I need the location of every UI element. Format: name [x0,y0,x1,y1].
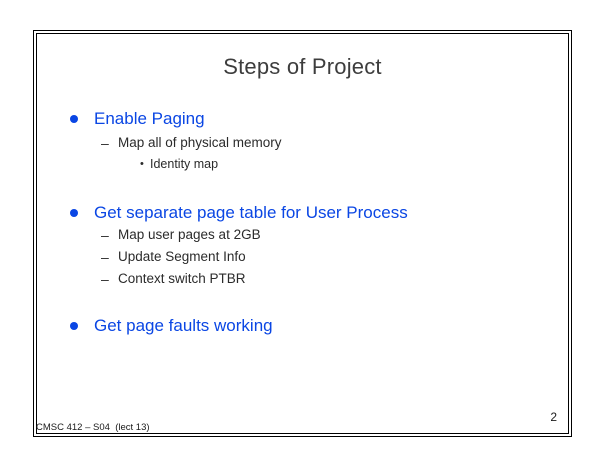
sub-bullet-text: Map user pages at 2GB [118,227,261,242]
bullet-heading-text: Get page faults working [94,316,273,335]
bullet-dot-icon [70,322,78,330]
small-dot-icon: • [140,158,144,170]
slide-inner-border: Steps of Project Enable Paging – Map all… [36,33,569,434]
sub-bullet-text: Map all of physical memory [118,135,282,150]
dash-icon: – [101,249,109,265]
dash-icon: – [101,227,109,243]
dash-icon: – [101,135,109,151]
slide-title: Steps of Project [223,54,382,79]
bullet-item-enable-paging: Enable Paging [37,109,568,129]
sub-bullet-item: – Map user pages at 2GB [37,227,568,243]
bullet-heading-text: Get separate page table for User Process [94,203,408,222]
bullet-item-page-table: Get separate page table for User Process [37,203,568,223]
sub-bullet-text: Context switch PTBR [118,271,246,286]
dash-icon: – [101,271,109,287]
bullet-heading-text: Enable Paging [94,109,205,128]
slide-footer: CMSC 412 – S04 (lect 13) [36,422,150,433]
sub-bullet-item: – Update Segment Info [37,249,568,265]
sub-sub-bullet-item: • Identity map [37,157,568,172]
sub-sub-bullet-text: Identity map [150,157,219,171]
bullet-dot-icon [70,115,78,123]
sub-bullet-item: – Context switch PTBR [37,271,568,287]
sub-bullet-text: Update Segment Info [118,249,246,264]
bullet-item-page-faults: Get page faults working [37,316,568,336]
page-number: 2 [550,410,557,424]
sub-bullet-item: – Map all of physical memory [37,135,568,151]
slide-outer-border: Steps of Project Enable Paging – Map all… [33,30,572,437]
bullet-dot-icon [70,209,78,217]
